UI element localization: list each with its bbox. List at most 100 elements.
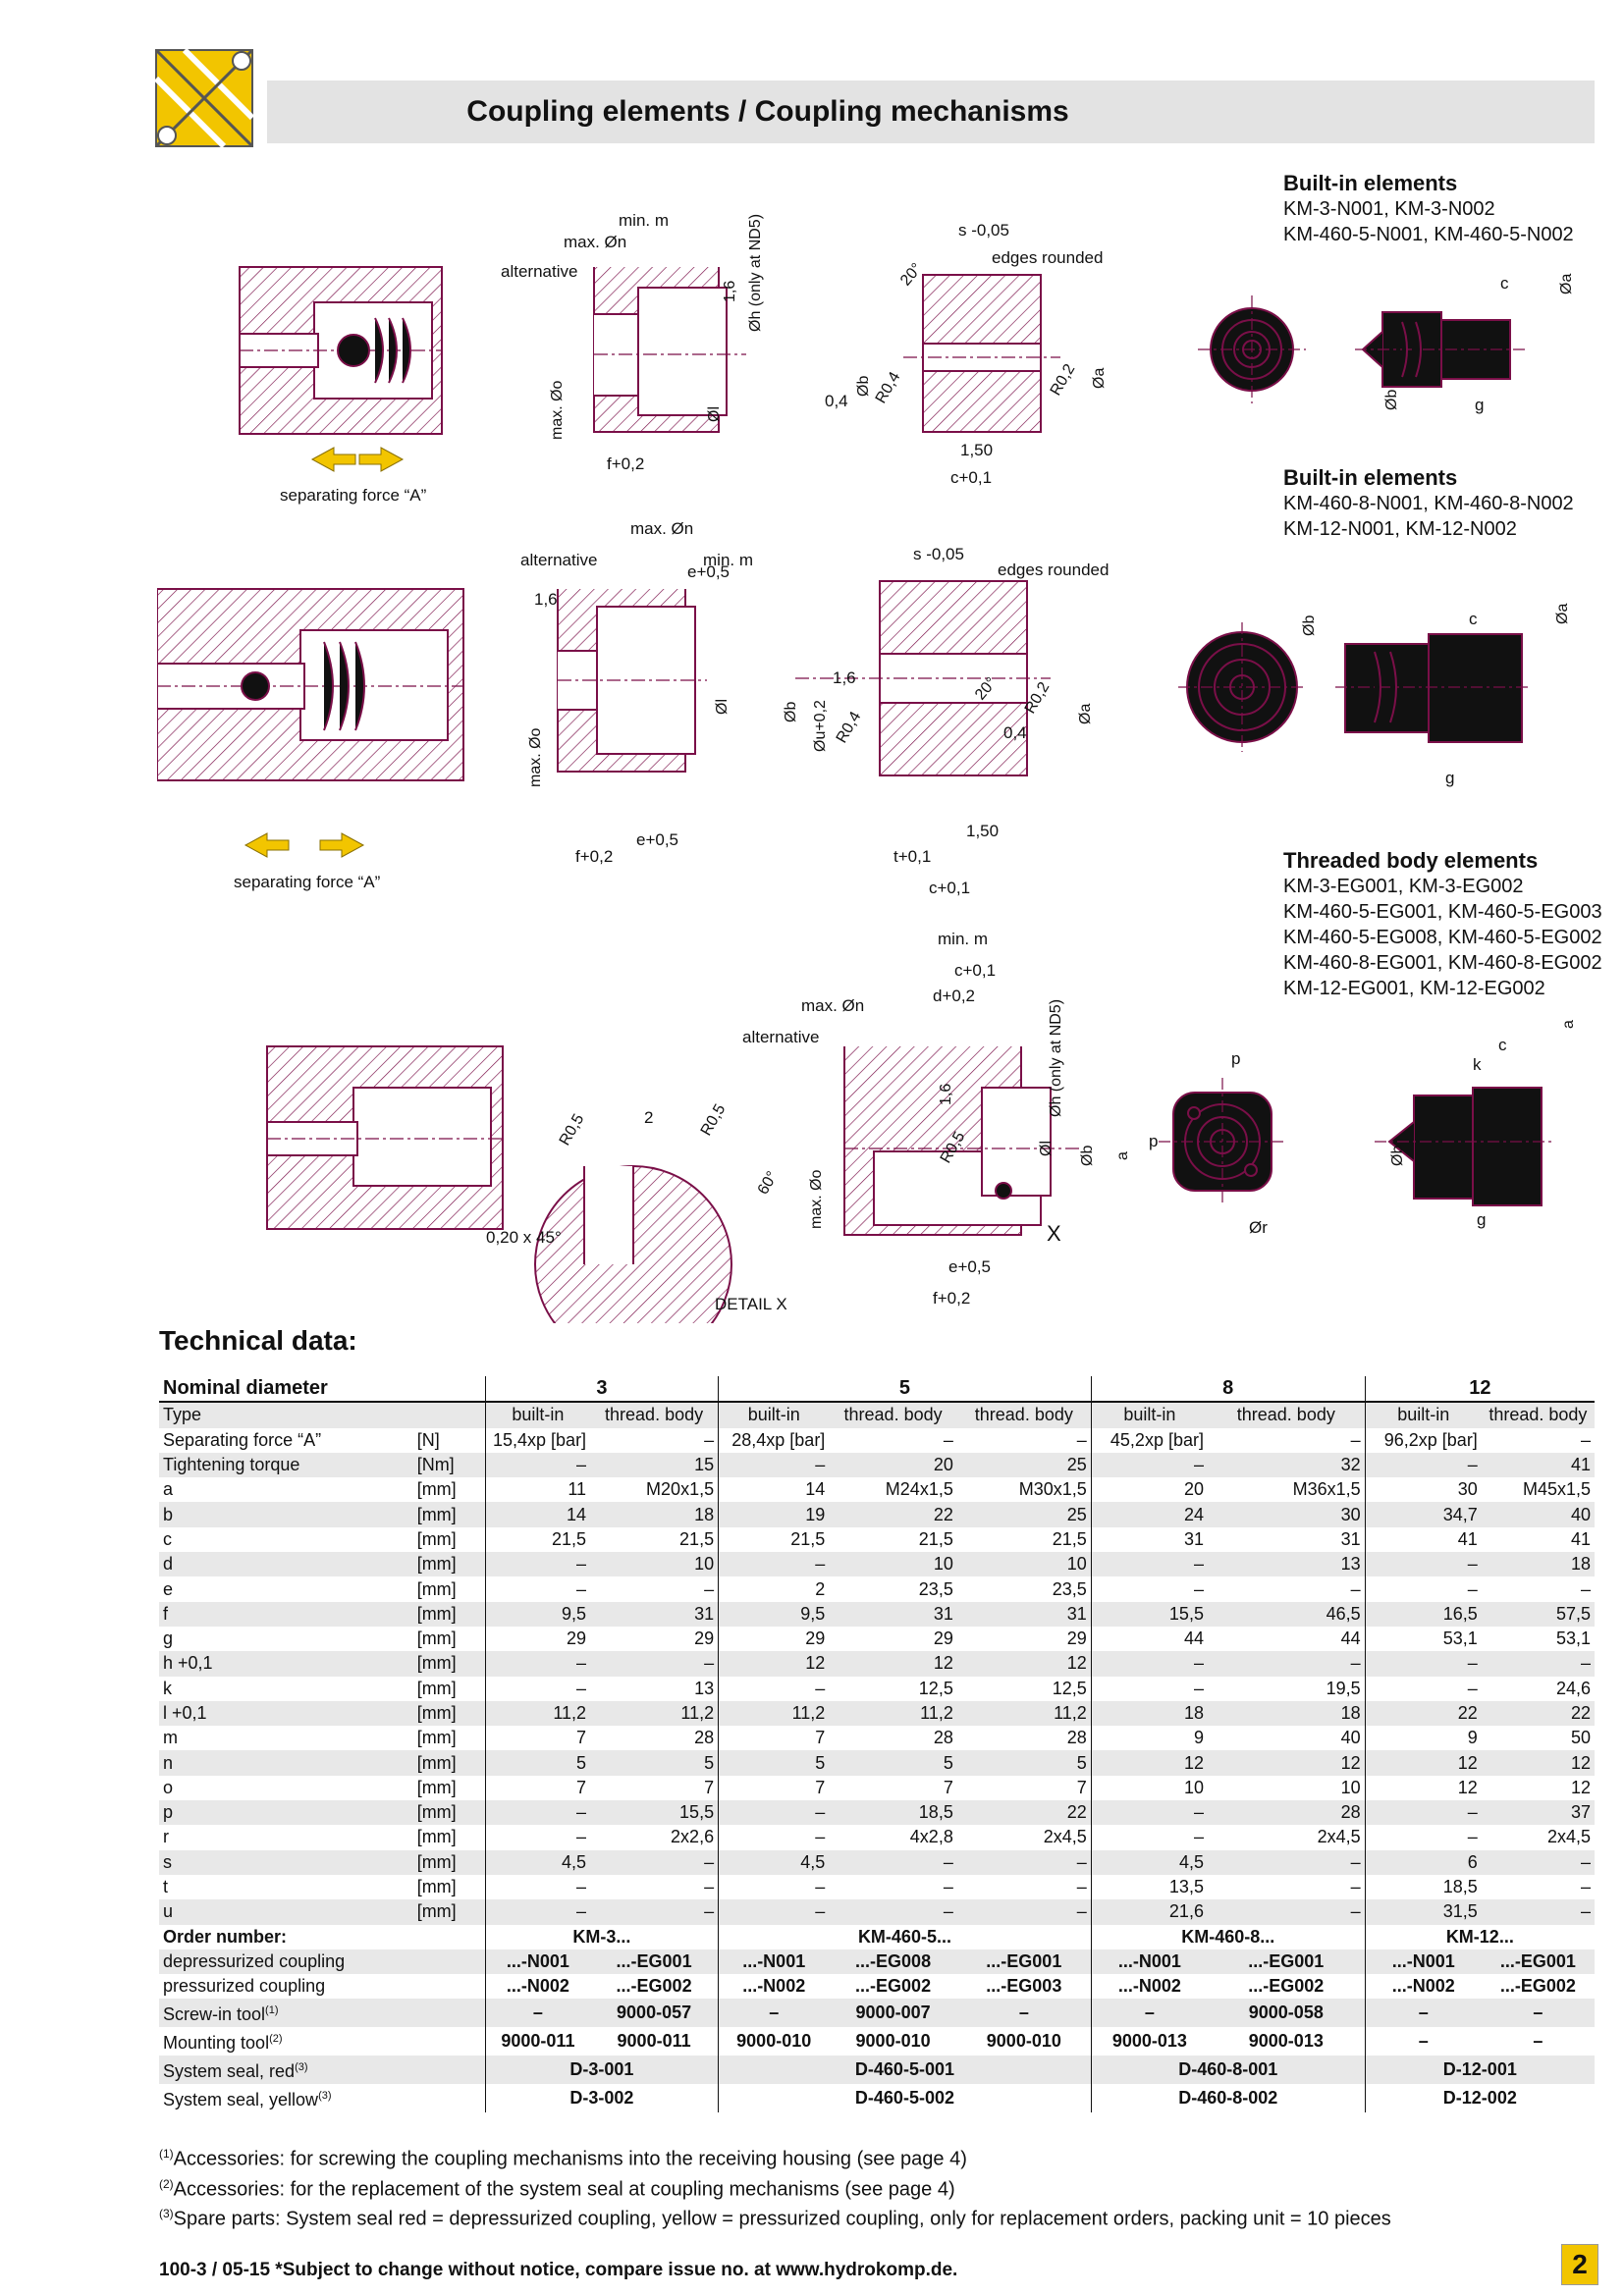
- row-value: 4,5: [484, 1849, 591, 1875]
- row-value: 30: [1207, 1502, 1366, 1527]
- label-separating-force-2: separating force “A”: [234, 873, 381, 891]
- row-value: 10: [1090, 1775, 1208, 1801]
- row-value: –: [1481, 1849, 1595, 1875]
- row-name: r: [163, 1827, 169, 1847]
- order-value: ...-EG001: [590, 1949, 719, 1975]
- row-value: 7: [1076, 1777, 1087, 1797]
- drawing-side-view-2: [1335, 633, 1532, 743]
- drawing-housing-2: [157, 588, 464, 781]
- order-prefix: KM-12...: [1364, 1924, 1595, 1949]
- order-value: 9000-057: [590, 1999, 719, 2028]
- row-unit: [mm]: [416, 1877, 457, 1897]
- row-value: M36x1,5: [1292, 1479, 1361, 1500]
- diameter-header: 5: [718, 1376, 1092, 1404]
- label-edges-rounded-2: edges rounded: [998, 561, 1109, 579]
- row-value: –: [1090, 1800, 1208, 1826]
- row-value: –: [718, 1874, 830, 1900]
- row-value: –: [956, 1899, 1092, 1925]
- row-value: –: [484, 1874, 591, 1900]
- label-oa-3: Øa: [1077, 704, 1094, 724]
- row-value: 13: [1207, 1552, 1366, 1577]
- row-value: 12: [1570, 1777, 1591, 1797]
- order-value: 9000-058: [1207, 1999, 1366, 2028]
- row-value: 4,5: [1090, 1849, 1208, 1875]
- label-r04-1: R0,4: [873, 369, 904, 406]
- section-line: KM-460-5-EG008, KM-460-5-EG002: [1283, 927, 1602, 948]
- label-oa-4: Øa: [1554, 604, 1571, 624]
- order-value: 9000-013: [1090, 2027, 1208, 2056]
- label-two: 2: [644, 1108, 653, 1127]
- label-e05-2: e+0,5: [636, 830, 678, 849]
- label-max-n-1: max. Øn: [564, 233, 626, 251]
- row-unit: [Nm]: [412, 1452, 486, 1478]
- row-value: 18,5: [1364, 1874, 1482, 1900]
- row-name: f: [159, 1601, 413, 1627]
- row-value: 25: [956, 1452, 1092, 1478]
- row-value: –: [1076, 1429, 1087, 1450]
- row-value: 40: [1340, 1728, 1361, 1748]
- order-value: ...-N001: [718, 1949, 830, 1975]
- row-unit: [N]: [416, 1429, 440, 1450]
- row-value: 12: [1207, 1750, 1366, 1776]
- label-oh-nd5-2: Øh (only at ND5): [1048, 999, 1064, 1117]
- label-r02-2: R0,2: [1048, 361, 1079, 399]
- row-value: 2x4,5: [1317, 1827, 1361, 1847]
- row-unit: [mm]: [412, 1849, 486, 1875]
- label-16-4: 1,6: [938, 1084, 954, 1105]
- row-name: Tightening torque: [159, 1452, 413, 1478]
- seal-value: D-460-8-002: [1090, 2084, 1366, 2113]
- row-value: 21,5: [679, 1528, 715, 1549]
- nominal-diameter-label: Nominal diameter: [159, 1376, 486, 1404]
- row-value: –: [1207, 1849, 1366, 1875]
- row-value: 12: [718, 1651, 830, 1677]
- row-value: 7: [484, 1775, 591, 1801]
- row-value: –: [484, 1825, 591, 1850]
- section-line: KM-12-N001, KM-12-N002: [1283, 518, 1517, 540]
- label-150-1: 1,50: [960, 441, 993, 459]
- row-value: –: [829, 1899, 957, 1925]
- row-value: –: [1350, 1429, 1361, 1450]
- row-unit: [mm]: [412, 1800, 486, 1826]
- section-line: KM-12-EG001, KM-12-EG002: [1283, 978, 1545, 999]
- row-value: 29: [694, 1629, 715, 1649]
- row-value: 21,6: [1090, 1899, 1208, 1925]
- row-value: 9: [1090, 1726, 1208, 1751]
- row-value: 12: [1364, 1775, 1482, 1801]
- row-value: 12: [1364, 1750, 1482, 1776]
- row-value: –: [704, 1429, 715, 1450]
- row-name: o: [163, 1777, 174, 1797]
- label-ou02: Øu+0,2: [812, 700, 829, 752]
- row-value: –: [590, 1651, 719, 1677]
- order-row-name: depressurized coupling: [159, 1949, 486, 1975]
- row-value: thread. body: [956, 1402, 1092, 1428]
- section-line: KM-460-5-EG001, KM-460-5-EG003: [1283, 901, 1602, 923]
- row-value: 40: [1481, 1502, 1595, 1527]
- row-value: 18: [590, 1502, 719, 1527]
- row-value: –: [484, 1651, 591, 1677]
- order-value: ...-EG002: [1248, 1976, 1325, 1997]
- row-value: 9,5: [484, 1601, 591, 1627]
- row-value: 29: [1066, 1629, 1087, 1649]
- drawing-side-view-3: [1375, 1087, 1551, 1206]
- drawing-side-view-1: [1355, 311, 1527, 388]
- row-value: thread. body: [1207, 1402, 1366, 1428]
- footnote-3: (3)Spare parts: System seal red = depres…: [159, 2207, 1391, 2230]
- row-unit: [mm]: [412, 1899, 486, 1925]
- technical-data-title: Technical data:: [159, 1325, 357, 1356]
- row-name: k: [163, 1678, 172, 1698]
- row-value: 28: [933, 1728, 953, 1748]
- row-value: 6: [1364, 1849, 1482, 1875]
- row-value: 7: [704, 1777, 715, 1797]
- row-value: 96,2xp [bar]: [1364, 1427, 1482, 1453]
- row-value: 34,7: [1364, 1502, 1482, 1527]
- order-value: ...-EG001: [956, 1949, 1092, 1975]
- order-row: pressurized coupling...-N002...-EG002...…: [159, 1974, 1595, 2000]
- section-threaded-body: Threaded body elements KM-3-EG001, KM-3-…: [1283, 848, 1602, 1001]
- row-value: 10: [1340, 1777, 1361, 1797]
